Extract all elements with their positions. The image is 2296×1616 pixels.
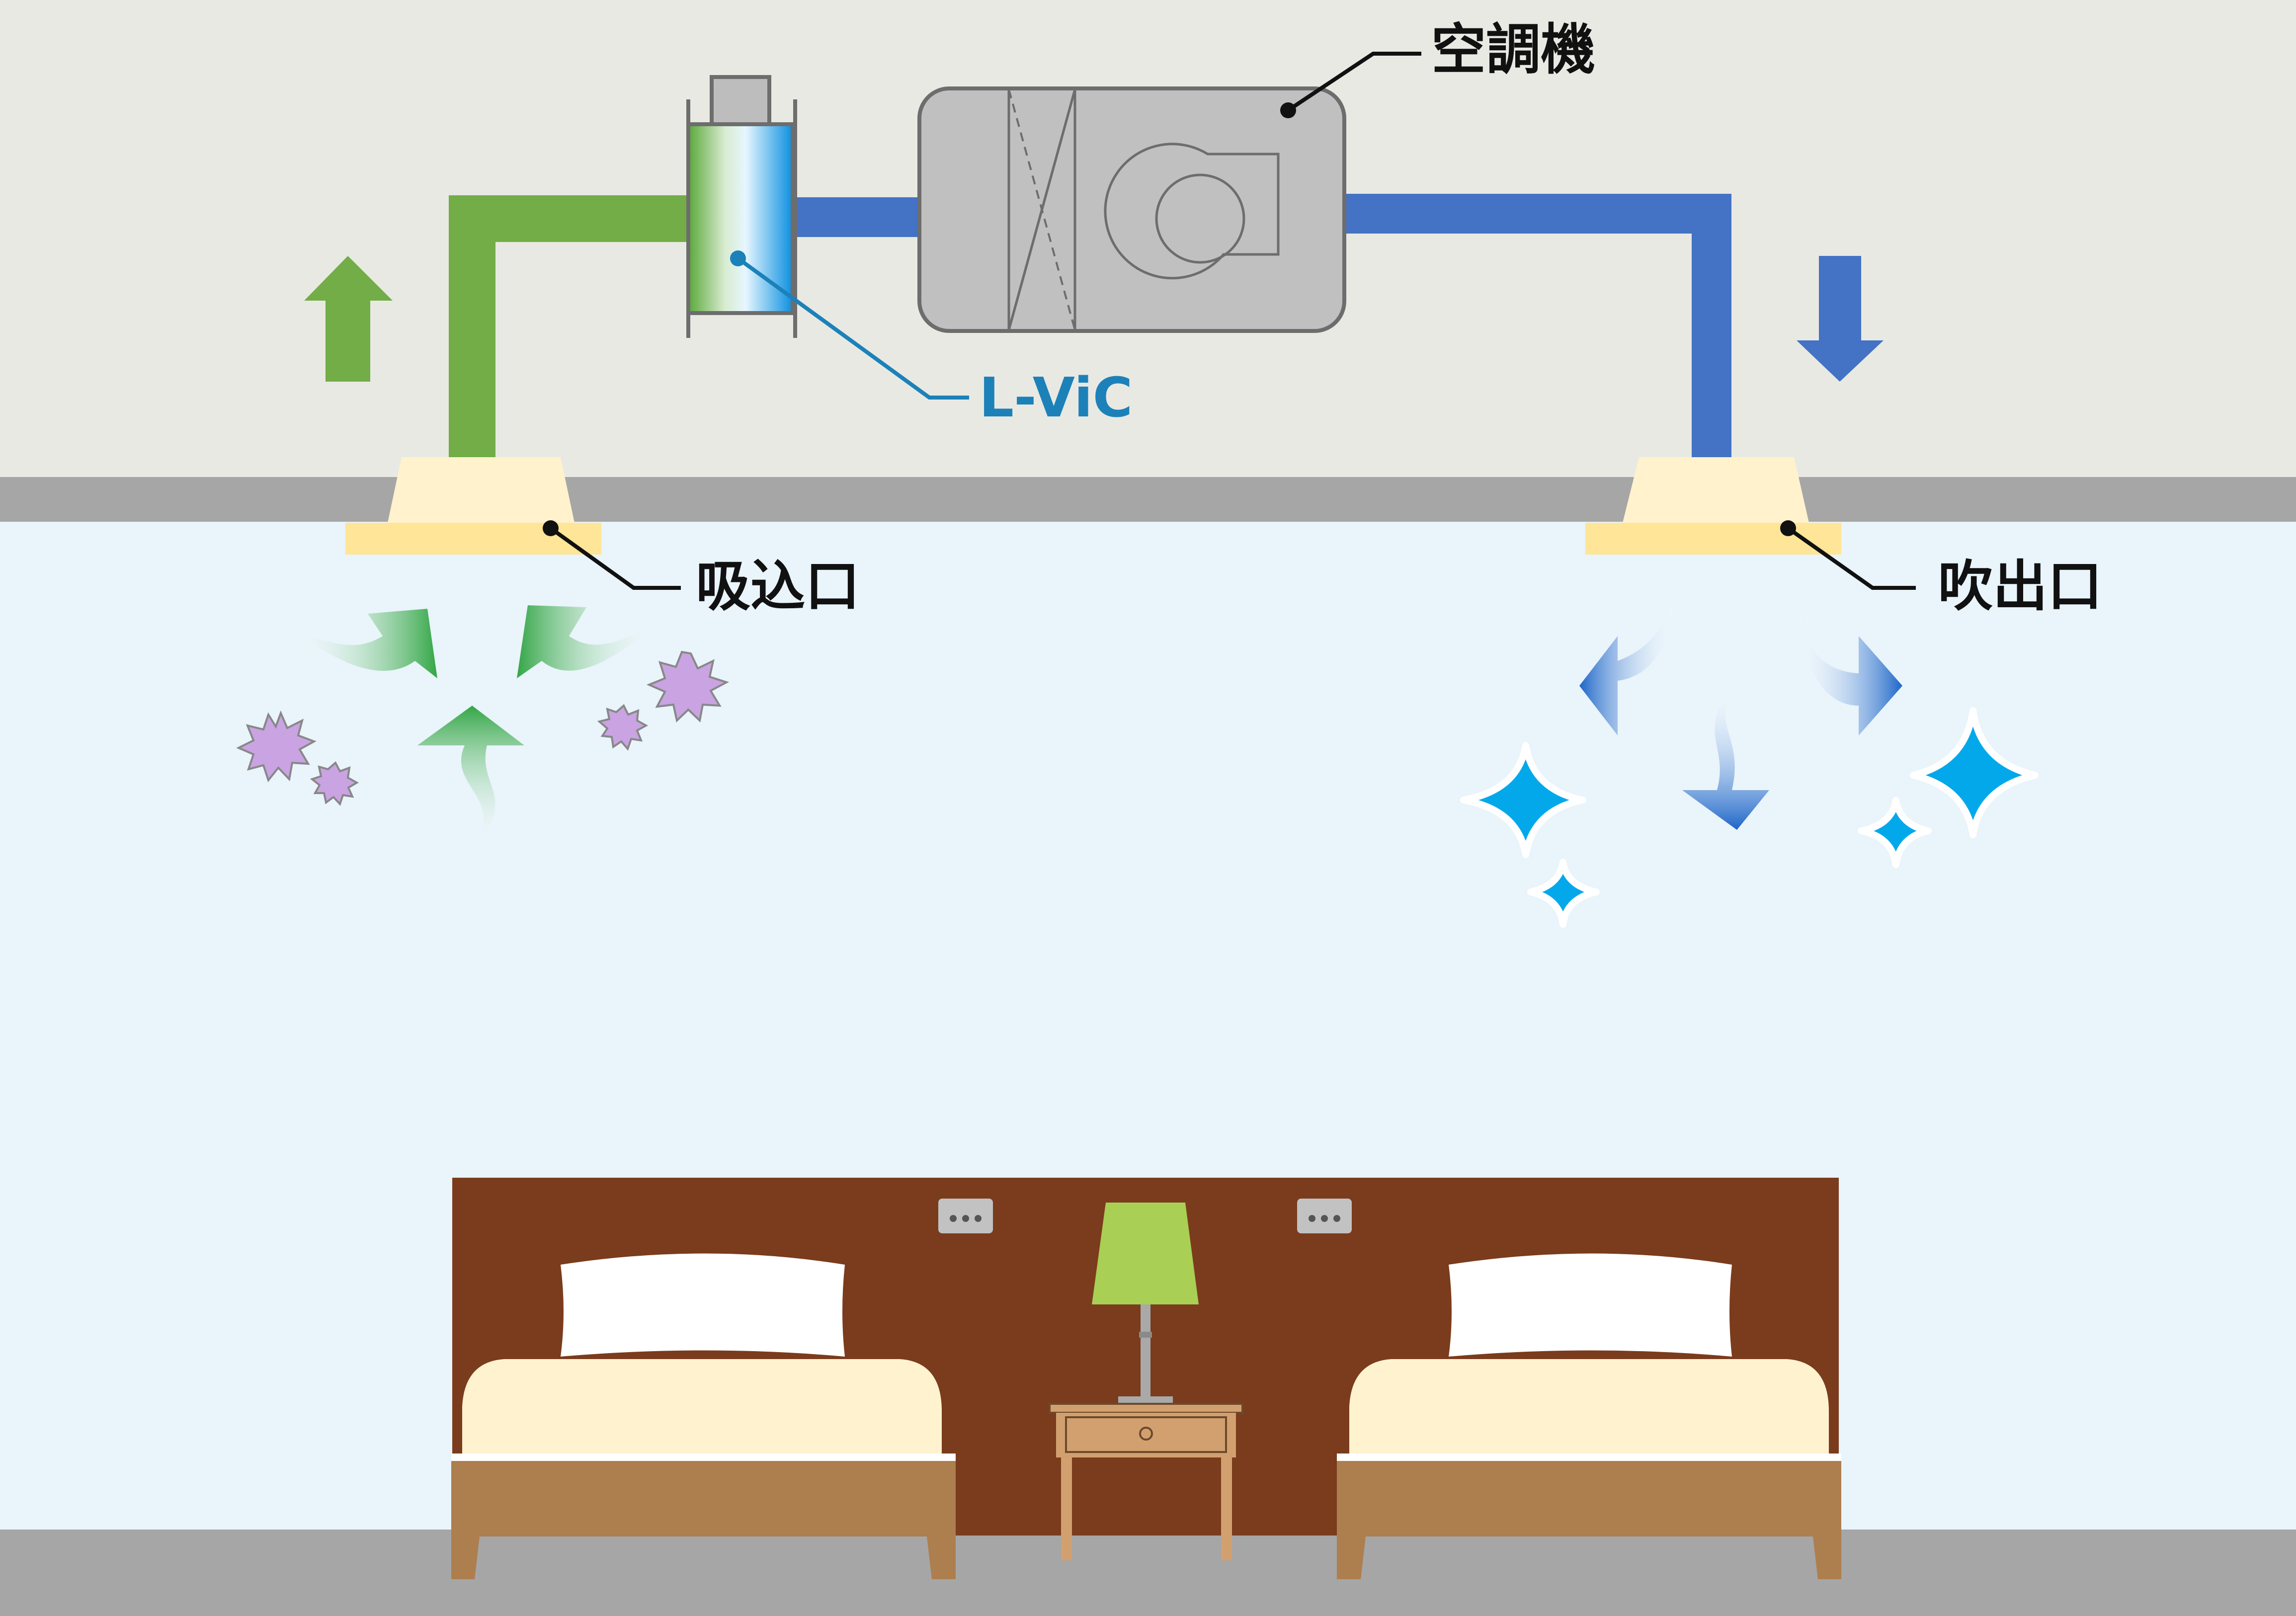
virus-icon: [597, 704, 649, 751]
bed-right: [1337, 1253, 1841, 1579]
virus-icon-group: [236, 650, 730, 806]
virus-icon: [646, 650, 730, 723]
lvic-label: L-ViC: [979, 366, 1133, 429]
outlet-label: 吹出口: [1938, 555, 2102, 618]
bed-left: [451, 1253, 956, 1579]
intake-label: 吸込口: [696, 555, 860, 618]
wall-outlet-icon: [1297, 1199, 1352, 1233]
supply-duct-right: [1342, 194, 1731, 457]
air-handler-unit: [917, 86, 1346, 333]
floor: [0, 1530, 2296, 1616]
sparkle-icon: [1460, 742, 1586, 858]
virus-icon: [236, 710, 317, 783]
air-outlet-arrow-icon: [1579, 602, 1902, 830]
virus-icon: [310, 761, 359, 806]
intake-marker: [543, 520, 559, 536]
sparkle-icon: [1910, 707, 2039, 838]
sparkle-icon: [1858, 797, 1932, 868]
air-handler-label: 空調機: [1431, 18, 1595, 81]
supply-direction-arrow-icon: [1797, 256, 1884, 382]
return-direction-arrow-icon: [304, 256, 393, 382]
table-lamp: [1092, 1203, 1199, 1405]
sparkle-icon-group: [1460, 707, 2039, 928]
air-handler-marker: [1280, 102, 1296, 118]
sparkle-icon: [1527, 859, 1600, 928]
lvic-unit: [686, 75, 797, 338]
ceiling-slab: [0, 477, 2296, 522]
lvic-marker: [730, 250, 746, 266]
leader-lines: [549, 52, 1916, 590]
intake-grille: [345, 457, 601, 555]
return-duct: [449, 195, 688, 457]
outlet-marker: [1780, 520, 1796, 536]
air-intake-arrow-icon: [296, 605, 654, 845]
wall-outlet-icon: [938, 1199, 993, 1233]
outlet-grille: [1585, 457, 1841, 555]
supply-duct-left: [795, 197, 924, 237]
nightstand: [1049, 1403, 1243, 1560]
